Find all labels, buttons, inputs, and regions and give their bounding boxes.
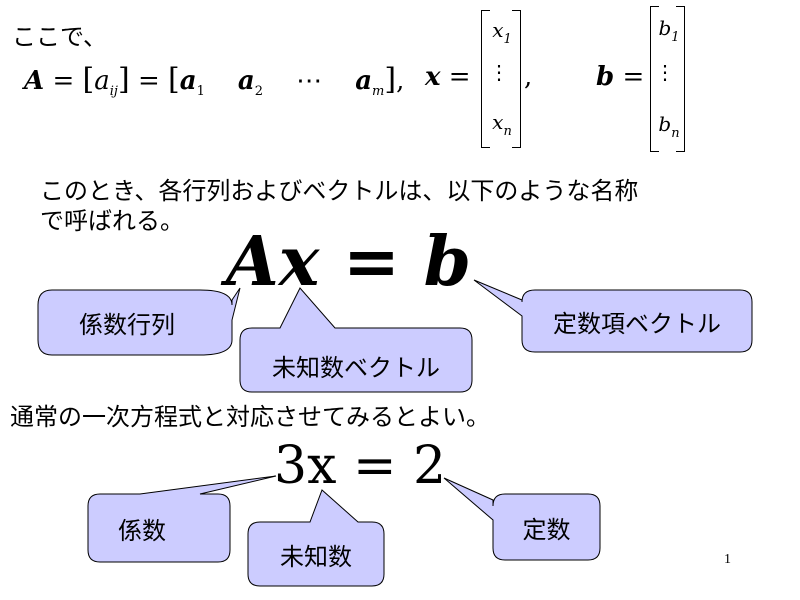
- label-const-vector: 定数項ベクトル: [553, 309, 721, 338]
- vector-b-bottom: bn: [658, 112, 680, 141]
- comma: ,: [396, 66, 405, 96]
- intro-text: ここで、: [12, 23, 108, 51]
- vector-x-dots: ⋮: [489, 60, 509, 84]
- equals-sign: =: [448, 62, 471, 92]
- page-number: 1: [724, 552, 731, 567]
- explain-line-1: このとき、各行列およびベクトルは、以下のような名称: [40, 177, 639, 205]
- label-unknown-vector: 未知数ベクトル: [272, 353, 440, 382]
- vector-b-symbol: b: [596, 62, 615, 92]
- ellipsis: ⋯: [296, 66, 323, 96]
- column-vector-a2: a: [237, 66, 255, 96]
- definition-equation: A = [aij] = [a1 a2 ⋯ am],: [24, 62, 405, 99]
- left-bracket: [650, 6, 659, 152]
- vector-b-equation: b =: [596, 62, 644, 92]
- compare-text: 通常の一次方程式と対応させてみるとよい。: [10, 403, 490, 431]
- subscript: m: [372, 84, 385, 99]
- vector-b-dots: ⋮: [655, 60, 675, 84]
- label-coef: 係数: [118, 516, 166, 545]
- vector-b-top: b1: [658, 16, 680, 45]
- equals-sign: =: [622, 62, 645, 92]
- matrix-A-symbol: A: [24, 66, 45, 96]
- vector-x-bottom: xn: [492, 110, 512, 139]
- equals-sign: =: [52, 66, 75, 96]
- element-a: a: [94, 66, 110, 96]
- label-const: 定数: [522, 515, 571, 544]
- callout-unknown: [247, 489, 385, 587]
- subscript: 2: [254, 84, 264, 99]
- vector-x-top: x1: [492, 18, 512, 47]
- right-bracket: [676, 6, 685, 152]
- explain-line-2: で呼ばれる。: [40, 207, 184, 235]
- callout-const-vector: [473, 279, 753, 353]
- callout-coef: [87, 475, 277, 563]
- label-unknown: 未知数: [280, 542, 352, 571]
- left-bracket: [481, 10, 490, 148]
- equals-sign: =: [137, 66, 160, 96]
- column-vector-a1: a: [179, 66, 197, 96]
- right-bracket: [512, 10, 521, 148]
- vector-x-equation: x =: [425, 62, 471, 92]
- equation-matrix-form: Ax = b: [226, 222, 472, 302]
- comma: ,: [524, 62, 533, 92]
- label-coef-matrix: 係数行列: [79, 311, 175, 339]
- equation-scalar-form: 3x = 2: [274, 436, 447, 496]
- callout-const: [443, 477, 601, 561]
- column-vector-am: a: [355, 66, 373, 96]
- callout-coef-matrix: [37, 287, 241, 356]
- vector-x-symbol: x: [425, 62, 441, 92]
- subscript: 1: [196, 84, 205, 99]
- callout-unknown-vector: [239, 287, 473, 393]
- element-subscript: ij: [109, 84, 118, 99]
